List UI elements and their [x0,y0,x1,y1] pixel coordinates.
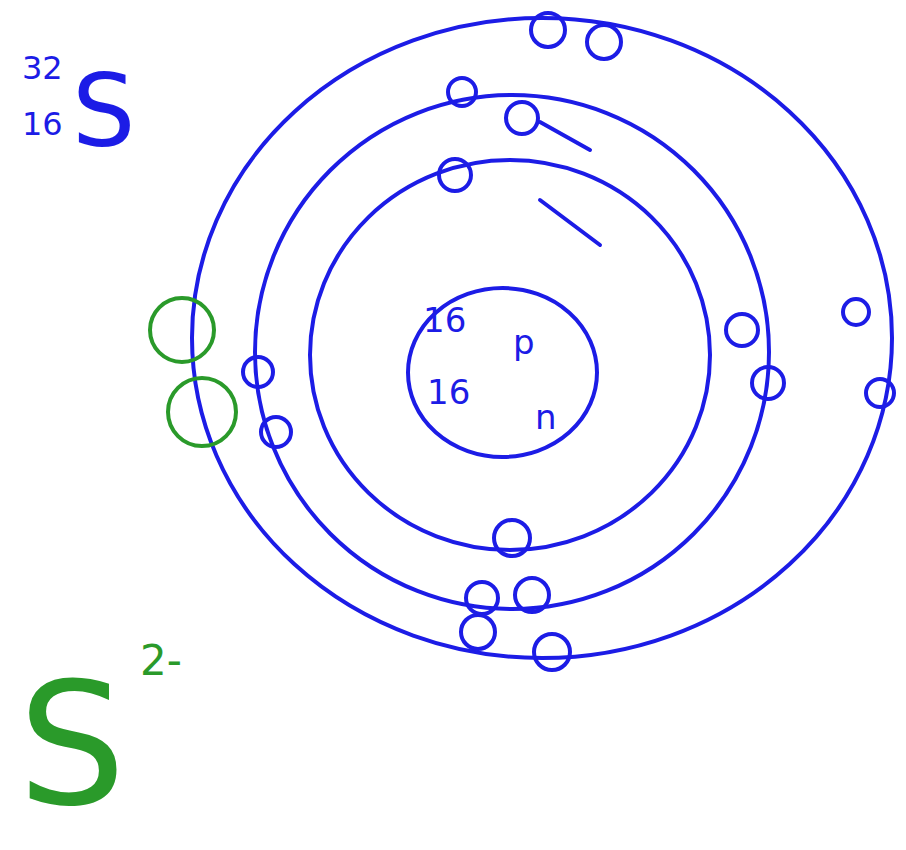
nucleus: 16 p 16 n [405,285,600,460]
electrons [243,13,894,670]
outer-shell [192,18,892,658]
middle-shell [255,95,769,609]
nucleus-text: n [535,400,557,434]
nucleus-text: p [513,325,535,359]
element-symbol: S [72,62,135,162]
mass-number: 32 [22,52,63,84]
inner-shell [310,160,710,550]
nucleus-text: 16 [423,303,466,337]
nucleus-text: 16 [427,375,470,409]
atomic-number: 16 [22,108,63,140]
added-electrons [150,298,236,446]
ion-charge: 2- [140,640,182,682]
ion-symbol: S [18,660,126,830]
